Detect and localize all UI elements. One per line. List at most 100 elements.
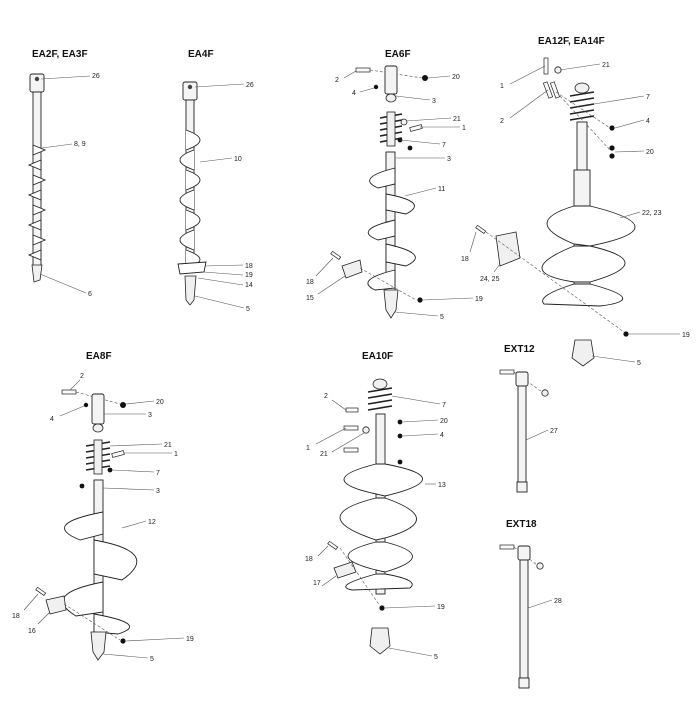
leader-line: [509, 89, 549, 119]
leader-line: [593, 95, 645, 105]
leader-line: [591, 355, 636, 363]
lock-nut: [417, 297, 423, 303]
auger-flighting: [27, 144, 47, 261]
drive-adapter: [91, 393, 105, 425]
assembly-ea8f: EA8F 2 20 4 3 21 1 7 3: [12, 351, 194, 663]
leader-line: [394, 311, 439, 317]
auger-flighting: [343, 463, 423, 497]
leader-line: [102, 653, 149, 659]
auger-flighting: [541, 245, 626, 283]
assembly-line: [339, 547, 381, 607]
auger-flighting: [93, 613, 131, 635]
lock-nut: [397, 459, 403, 465]
callout-ea6f-6: 1: [462, 125, 466, 132]
lock-nut: [609, 145, 615, 151]
callout-ea10f-4: 1: [306, 445, 310, 452]
callout-ea6f-9: 11: [438, 186, 445, 193]
leader-line: [69, 379, 81, 391]
callout-ea8f-6: 1: [174, 451, 178, 458]
callout-ea8f-5: 21: [164, 442, 172, 449]
leader-line: [402, 433, 439, 437]
leader-line: [391, 395, 441, 405]
callout-ea8f-3: 4: [50, 416, 54, 423]
cutting-blade: [495, 231, 521, 267]
assembly-line: [485, 231, 625, 333]
bolt: [330, 250, 342, 260]
pin-hole: [187, 84, 193, 90]
callout-ea6f-11: 15: [306, 295, 314, 302]
leader-line: [102, 487, 155, 491]
spring-core: [93, 439, 103, 475]
callout-ea6f-7: 7: [442, 142, 446, 149]
leader-line: [384, 605, 436, 609]
callout-ea8f-4: 3: [148, 412, 152, 419]
leader-line: [427, 75, 451, 79]
assembly-title-ea8f: EA8F: [86, 351, 112, 362]
lock-nut: [107, 467, 113, 473]
callout-ea10f-7: 13: [438, 482, 446, 489]
leader-line: [121, 520, 147, 529]
callout-ea10f-2: 7: [442, 402, 446, 409]
lock-nut: [79, 483, 85, 489]
spring-top: [574, 82, 590, 94]
drive-adapter: [384, 65, 398, 95]
assembly-title-ea2f: EA2F, EA3F: [32, 49, 88, 60]
leader-line: [23, 593, 39, 611]
callout-ea12f-2: 1: [500, 83, 504, 90]
cutting-blade: [341, 259, 363, 279]
callout-ea10f-8: 18: [305, 556, 313, 563]
washer: [536, 562, 544, 570]
assembly-ext18: EXT18 28: [499, 519, 562, 689]
bolt: [409, 124, 423, 132]
auger-point: [383, 289, 399, 319]
lock-nut: [120, 402, 126, 408]
auger-point: [90, 631, 107, 661]
callout-ea2f-1: 26: [92, 73, 100, 80]
leader-line: [197, 277, 244, 286]
leader-line: [317, 545, 329, 557]
bolt: [61, 389, 77, 395]
extension-end: [518, 677, 530, 689]
auger-flighting: [347, 541, 413, 573]
lock-nut: [379, 605, 385, 611]
leader-line: [315, 427, 347, 445]
leader-line: [388, 647, 433, 657]
auger-flighting: [345, 573, 413, 591]
spring-coil: [367, 387, 393, 411]
leader-line: [405, 117, 452, 122]
callout-ea10f-11: 5: [434, 654, 438, 661]
drive-collar: [182, 81, 198, 101]
callout-ea4f-1: 26: [246, 82, 254, 89]
bolt: [343, 447, 359, 453]
callout-ea8f-10: 18: [12, 613, 20, 620]
callout-ea8f-11: 16: [28, 628, 36, 635]
leader-line: [199, 157, 233, 163]
callout-ea10f-9: 17: [313, 580, 321, 587]
leader-line: [614, 119, 645, 129]
callout-ea12f-3: 7: [646, 94, 650, 101]
callout-ea12f-9: 24, 25: [480, 276, 500, 283]
lock-nut: [407, 145, 413, 151]
leader-line: [321, 575, 337, 587]
leader-line: [331, 432, 365, 453]
leader-line: [125, 637, 185, 642]
washer: [83, 402, 89, 408]
leader-line: [469, 231, 477, 253]
callout-ea4f-3: 18: [245, 263, 253, 270]
adapter-knuckle: [385, 93, 397, 103]
extension-collar: [517, 545, 531, 561]
bolt: [549, 81, 561, 99]
callout-ea12f-8: 18: [461, 256, 469, 263]
assembly-ea2f: EA2F, EA3F 26 8, 9 6: [27, 49, 100, 298]
callout-ea6f-2: 20: [452, 74, 460, 81]
bolt: [475, 224, 487, 234]
callout-ea8f-9: 12: [148, 519, 156, 526]
cutting-blade: [177, 261, 207, 275]
assembly-line: [63, 603, 121, 641]
leader-line: [422, 297, 474, 301]
auger-flighting: [546, 205, 636, 247]
leader-line: [40, 75, 91, 80]
auger-flighting: [64, 511, 104, 541]
callout-ea4f-4: 19: [245, 272, 253, 279]
auger-flighting: [62, 581, 104, 617]
